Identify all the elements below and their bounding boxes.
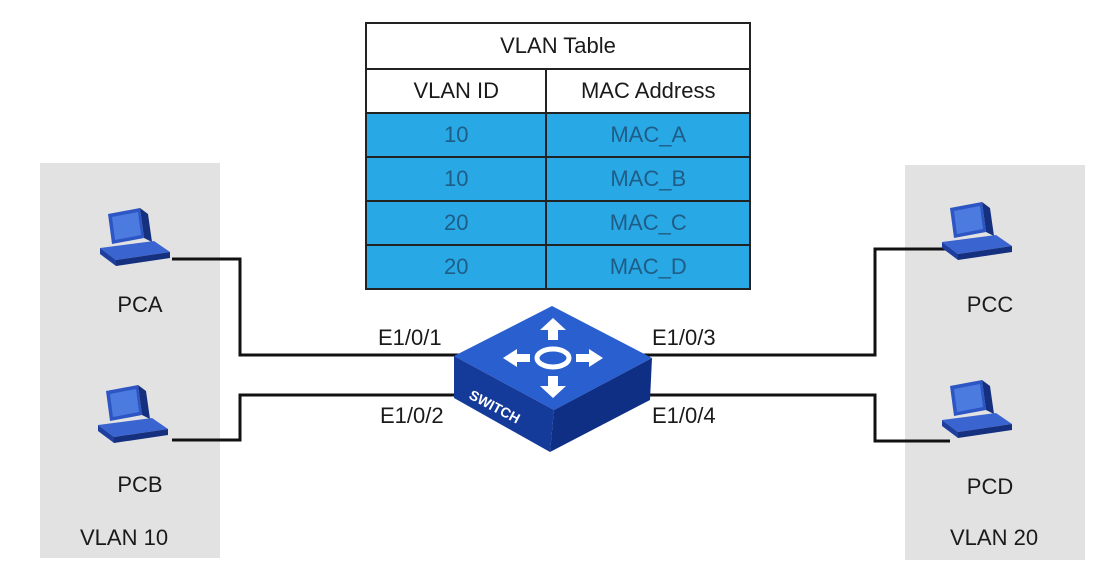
link-pca	[172, 257, 470, 357]
header-mac-address: MAC Address	[545, 68, 751, 114]
mac-cell: MAC_B	[545, 156, 751, 202]
vlan10-label: VLAN 10	[80, 525, 169, 550]
pcb-label: PCB	[117, 472, 163, 497]
table-row: 10 MAC_A	[364, 112, 751, 158]
link-pcc	[640, 247, 950, 357]
pca-label: PCA	[117, 292, 163, 317]
pcb-computer-icon	[98, 385, 168, 443]
vlan-id-cell: 10	[364, 112, 548, 158]
vlan-id-cell: 20	[364, 244, 548, 290]
pcd-label: PCD	[966, 474, 1014, 499]
pcc-computer-icon	[942, 202, 1012, 260]
table-row: 20 MAC_C	[364, 200, 751, 246]
mac-cell: MAC_D	[545, 244, 751, 290]
links	[172, 247, 950, 443]
switch-icon: SWITCH	[454, 306, 652, 452]
header-vlan-id: VLAN ID	[364, 68, 548, 114]
link-pcd	[650, 393, 950, 443]
port-e1-0-1-label: E1/0/1	[378, 325, 442, 350]
port-e1-0-3-label: E1/0/3	[652, 325, 716, 350]
mac-cell: MAC_A	[545, 112, 751, 158]
pca-computer-icon	[100, 208, 170, 266]
vlan-id-cell: 10	[364, 156, 548, 202]
vlan-id-cell: 20	[364, 200, 548, 246]
vlan-table-title: VLAN Table	[365, 22, 751, 70]
vlan-table: VLAN Table VLAN ID MAC Address 10 MAC_A …	[364, 22, 751, 290]
pcd-computer-icon	[942, 380, 1012, 438]
vlan20-label: VLAN 20	[950, 525, 1039, 550]
mac-cell: MAC_C	[545, 200, 751, 246]
port-e1-0-4-label: E1/0/4	[652, 403, 716, 428]
pcc-label: PCC	[966, 292, 1014, 317]
table-row: 20 MAC_D	[364, 244, 751, 290]
vlan20-group	[905, 165, 1085, 560]
table-row: 10 MAC_B	[364, 156, 751, 202]
port-e1-0-2-label: E1/0/2	[380, 403, 444, 428]
link-pcb	[172, 393, 455, 442]
